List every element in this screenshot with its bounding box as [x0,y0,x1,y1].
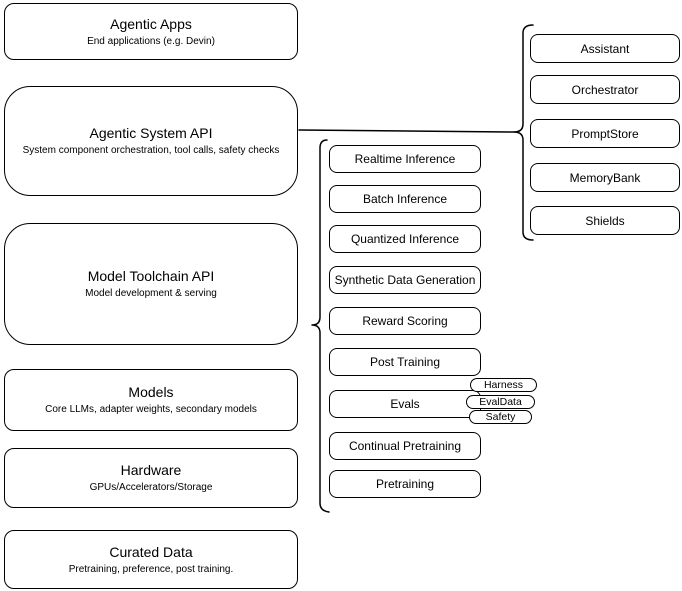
layer-title: Model Toolchain API [87,268,215,284]
system-component-label: MemoryBank [569,170,641,185]
layer-agentic-system-api: Agentic System API System component orch… [4,86,298,196]
layer-subtitle: Pretraining, preference, post training. [68,563,234,575]
toolchain-item-label: Post Training [369,355,441,369]
layer-title: Curated Data [109,543,193,560]
layer-subtitle: End applications (e.g. Devin) [87,35,215,47]
layer-title: Agentic System API [89,125,213,141]
system-component-memorybank: MemoryBank [530,163,680,192]
toolchain-item-continual-pretraining: Continual Pretraining [329,432,481,460]
toolchain-item-reward-scoring: Reward Scoring [329,307,481,335]
evals-tag-harness: Harness [470,378,537,392]
system-component-label: PromptStore [571,126,639,141]
system-component-label: Assistant [580,41,630,56]
brace-system-group [513,24,534,241]
toolchain-item-label: Reward Scoring [362,314,448,328]
toolchain-item-label: Pretraining [375,477,435,491]
layer-title: Hardware [120,462,182,478]
toolchain-item-synthetic-data-generation: Synthetic Data Generation [329,266,481,294]
evals-tag-safety: Safety [469,410,532,424]
toolchain-item-label: Batch Inference [362,192,448,206]
system-component-label: Shields [585,213,625,228]
system-component-assistant: Assistant [530,34,680,63]
toolchain-item-label: Evals [390,397,420,411]
toolchain-item-quantized-inference: Quantized Inference [329,225,481,253]
layer-hardware: Hardware GPUs/Accelerators/Storage [4,448,298,508]
layer-subtitle: Model development & serving [85,288,217,299]
toolchain-item-pretraining: Pretraining [329,470,481,498]
toolchain-item-batch-inference: Batch Inference [329,185,481,213]
evals-tag-evaldata: EvalData [466,395,535,409]
layer-models: Models Core LLMs, adapter weights, secon… [4,369,298,431]
toolchain-item-post-training: Post Training [329,348,481,376]
brace-toolchain-group [311,139,330,513]
layer-subtitle: System component orchestration, tool cal… [22,145,280,156]
toolchain-item-evals: Evals [329,390,481,418]
toolchain-item-realtime-inference: Realtime Inference [329,145,481,173]
layer-curated-data: Curated Data Pretraining, preference, po… [4,530,298,589]
connector-line-system-api [298,129,515,133]
toolchain-item-label: Synthetic Data Generation [334,273,476,287]
layer-subtitle: Core LLMs, adapter weights, secondary mo… [45,404,257,415]
evals-tag-label: EvalData [479,396,522,408]
toolchain-item-label: Continual Pretraining [348,439,462,453]
layer-title: Models [128,384,174,400]
layer-subtitle: GPUs/Accelerators/Storage [89,482,213,493]
layer-title: Agentic Apps [110,15,192,32]
evals-tag-label: Safety [485,411,516,423]
layer-model-toolchain-api: Model Toolchain API Model development & … [4,223,298,345]
toolchain-item-label: Realtime Inference [354,152,456,166]
system-component-label: Orchestrator [571,82,639,97]
evals-tag-label: Harness [483,379,524,391]
toolchain-item-label: Quantized Inference [350,232,460,246]
system-component-orchestrator: Orchestrator [530,75,680,104]
system-component-shields: Shields [530,206,680,235]
layer-agentic-apps: Agentic Apps End applications (e.g. Devi… [4,3,298,60]
system-component-promptstore: PromptStore [530,119,680,148]
